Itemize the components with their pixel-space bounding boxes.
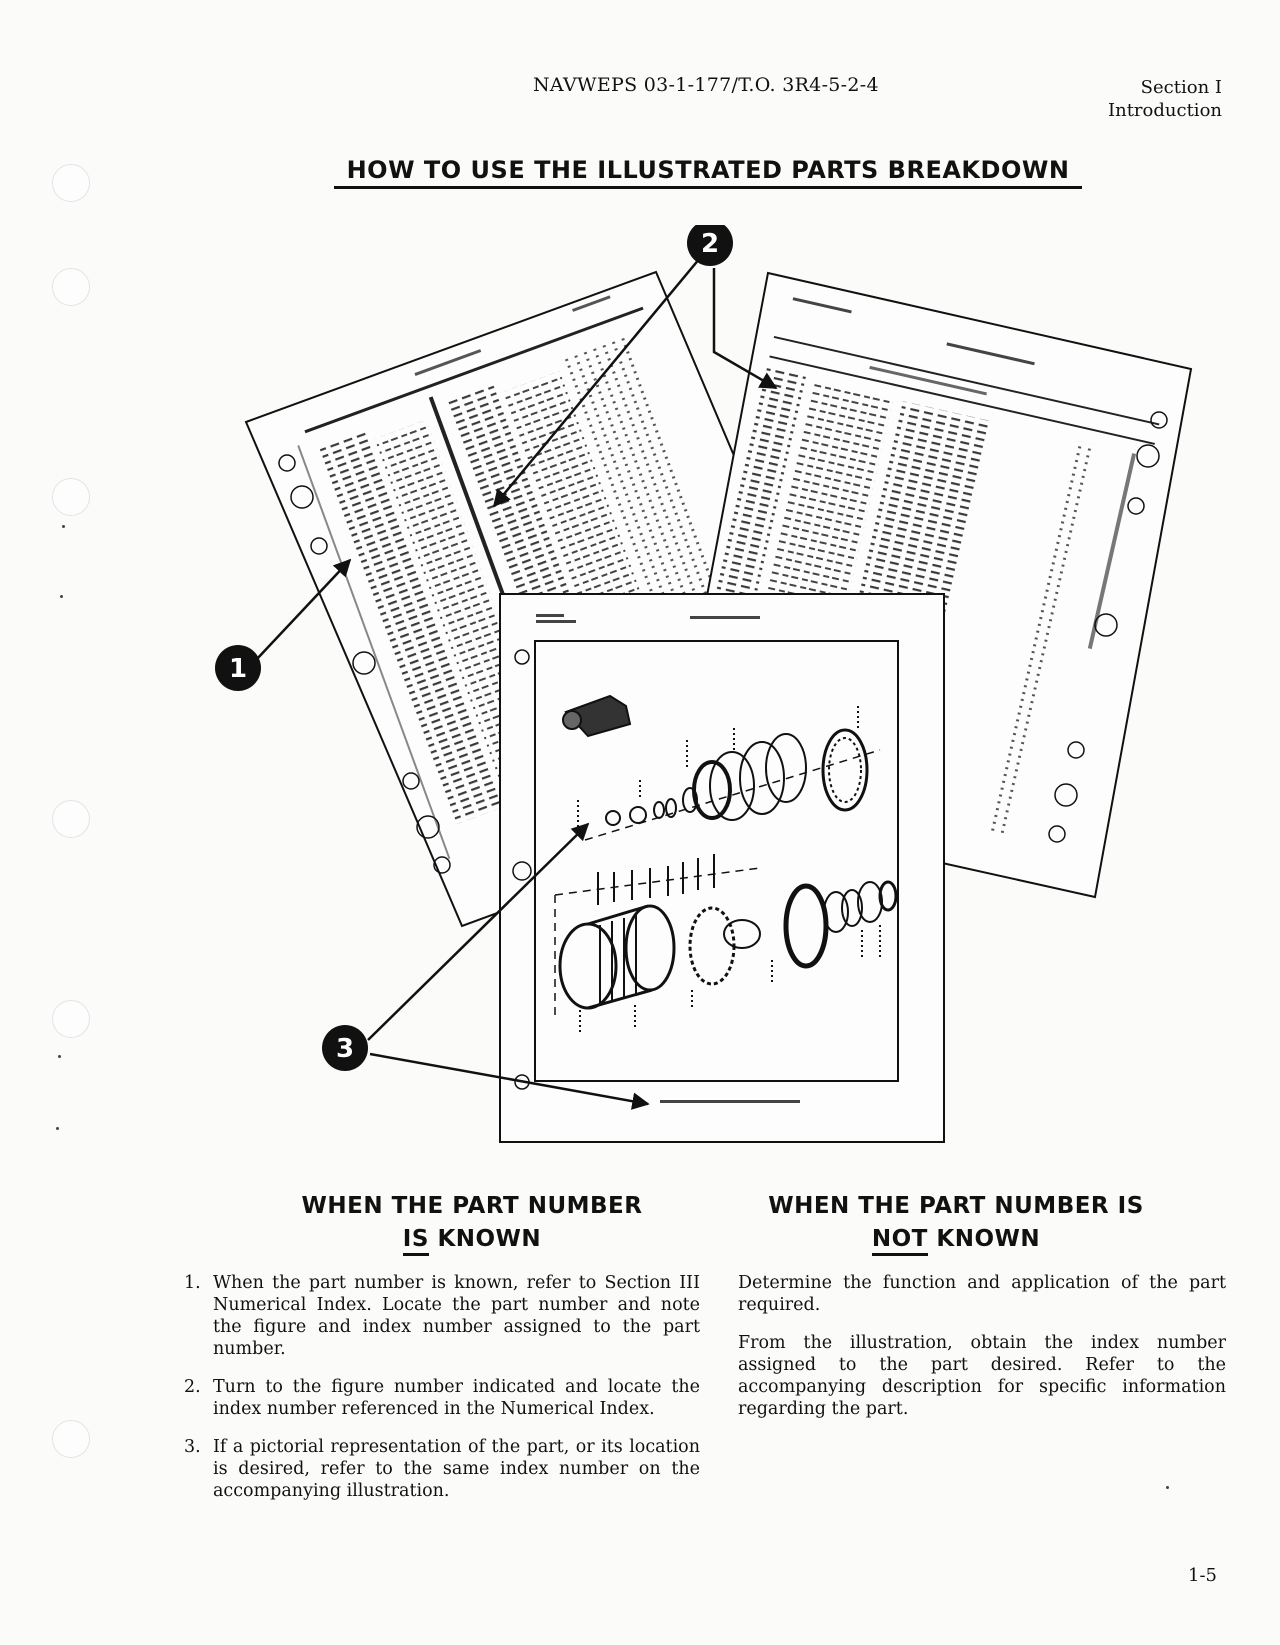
callout-2-label: 2 bbox=[701, 229, 719, 259]
known-heading-rest: KNOWN bbox=[437, 1226, 542, 1252]
callout-1-arrow bbox=[255, 558, 352, 661]
exploded-view bbox=[554, 694, 898, 1035]
illustration-page bbox=[499, 593, 945, 1143]
page-number: 1-5 bbox=[1188, 1565, 1217, 1586]
speck bbox=[1166, 1486, 1169, 1489]
speck bbox=[56, 1127, 59, 1130]
margin-hole bbox=[52, 1000, 90, 1038]
step-text: When the part number is known, refer to … bbox=[213, 1273, 700, 1359]
known-steps: 1. When the part number is known, refer … bbox=[184, 1272, 700, 1518]
step-number: 2. bbox=[184, 1377, 201, 1397]
not-known-heading-rest: KNOWN bbox=[936, 1226, 1041, 1252]
not-known-text: Determine the function and application o… bbox=[738, 1272, 1226, 1436]
speck bbox=[60, 595, 63, 598]
callout-3-arrow-right bbox=[369, 1052, 650, 1110]
speck bbox=[58, 1055, 61, 1058]
known-heading: WHEN THE PART NUMBER IS KNOWN bbox=[262, 1190, 682, 1256]
paragraph: Determine the function and application o… bbox=[738, 1273, 1226, 1315]
known-heading-emphasis: IS bbox=[402, 1226, 429, 1256]
step-text: If a pictorial representation of the par… bbox=[213, 1437, 700, 1501]
not-known-heading-line2: NOT KNOWN bbox=[736, 1223, 1176, 1256]
callout-1-badge: 1 bbox=[215, 645, 261, 691]
step-text: Turn to the figure number indicated and … bbox=[213, 1377, 700, 1419]
margin-hole bbox=[52, 478, 90, 516]
page-title: HOW TO USE THE ILLUSTRATED PARTS BREAKDO… bbox=[334, 156, 1082, 189]
not-known-heading-line1: WHEN THE PART NUMBER IS bbox=[768, 1193, 1144, 1219]
callout-3-arrow-up bbox=[367, 822, 590, 1041]
section-number: Section I bbox=[1140, 77, 1222, 98]
known-heading-line2: IS KNOWN bbox=[262, 1223, 682, 1256]
step-item: 1. When the part number is known, refer … bbox=[184, 1272, 700, 1360]
callout-1-label: 1 bbox=[229, 654, 247, 684]
section-label: Section I Introduction bbox=[1108, 76, 1222, 122]
parts-breakdown-illustration: 1 2 3 bbox=[215, 225, 1193, 1143]
margin-hole bbox=[52, 268, 90, 306]
margin-hole bbox=[52, 164, 90, 202]
step-number: 3. bbox=[184, 1437, 201, 1457]
section-title: Introduction bbox=[1108, 100, 1222, 121]
paragraph: From the illustration, obtain the index … bbox=[738, 1333, 1226, 1419]
not-known-heading-emphasis: NOT bbox=[871, 1226, 928, 1256]
step-number: 1. bbox=[184, 1273, 201, 1293]
known-heading-line1: WHEN THE PART NUMBER bbox=[301, 1193, 643, 1219]
not-known-heading: WHEN THE PART NUMBER IS NOT KNOWN bbox=[736, 1190, 1176, 1256]
margin-hole bbox=[52, 800, 90, 838]
callout-2-badge: 2 bbox=[687, 225, 733, 266]
margin-hole bbox=[52, 1420, 90, 1458]
speck bbox=[62, 525, 65, 528]
callout-3-label: 3 bbox=[336, 1034, 354, 1064]
callout-2-arrow-right bbox=[712, 268, 778, 390]
step-item: 2. Turn to the figure number indicated a… bbox=[184, 1376, 700, 1420]
callout-3-badge: 3 bbox=[322, 1025, 368, 1071]
callout-2-arrow-left bbox=[492, 257, 701, 508]
document-number: NAVWEPS 03-1-177/T.O. 3R4-5-2-4 bbox=[533, 74, 879, 96]
step-item: 3. If a pictorial representation of the … bbox=[184, 1436, 700, 1502]
